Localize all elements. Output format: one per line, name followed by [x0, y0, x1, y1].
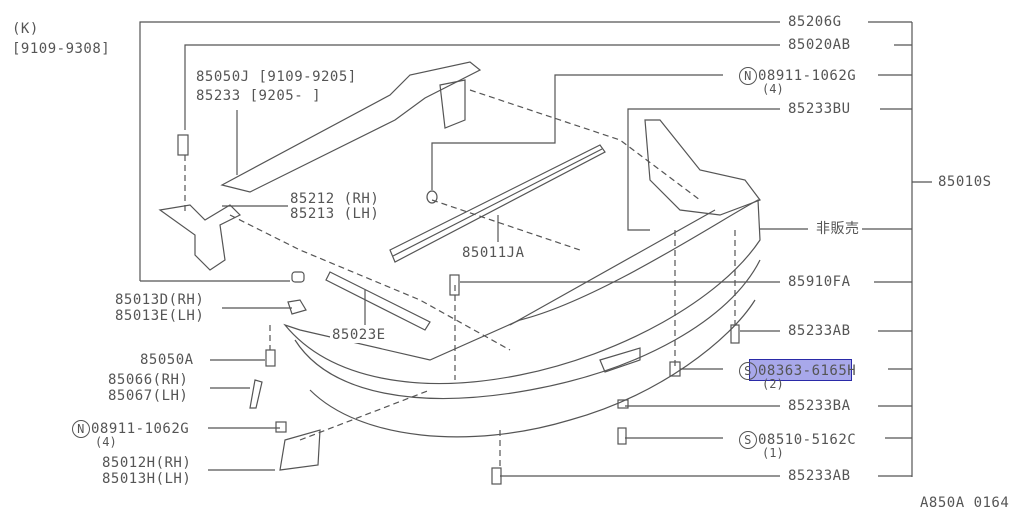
quantity: (4)	[95, 435, 117, 449]
model-code: (K)	[12, 21, 39, 37]
leader-lines	[139, 21, 932, 477]
bracket-shape	[158, 61, 482, 271]
quantity: (2)	[762, 377, 784, 391]
model-period: [9109-9308]	[12, 41, 111, 57]
part-85233BU[interactable]: 85233BU	[786, 101, 853, 117]
part-85023E[interactable]: 85023E	[330, 327, 388, 343]
part-85020AB[interactable]: 85020AB	[786, 37, 853, 53]
part-number: 08911-1062G	[758, 68, 857, 84]
diagram-code: A850A 0164	[920, 495, 1010, 510]
quantity: (4)	[762, 82, 784, 96]
part-85050J[interactable]: 85050J [9109-9205]	[194, 69, 359, 85]
dashed-lines	[184, 89, 736, 470]
part-85213[interactable]: 85213 (LH)	[288, 206, 382, 222]
part-85206G[interactable]: 85206G	[786, 14, 844, 30]
part-number: 08911-1062G	[91, 421, 190, 437]
bumper-shape	[283, 119, 761, 438]
quantity: (1)	[762, 446, 784, 460]
n-icon: N	[72, 420, 90, 438]
part-85013D[interactable]: 85013D(RH)	[113, 292, 207, 308]
fasteners	[249, 271, 740, 485]
part-85233BA[interactable]: 85233BA	[786, 398, 853, 414]
n-icon: N	[739, 67, 757, 85]
part-85010S[interactable]: 85010S	[938, 174, 992, 190]
part-85233[interactable]: 85233 [9205- ]	[194, 88, 324, 104]
part-85050A[interactable]: 85050A	[138, 352, 196, 368]
part-85067[interactable]: 85067(LH)	[106, 388, 191, 404]
part-85013E[interactable]: 85013E(LH)	[113, 308, 207, 324]
part-85013H[interactable]: 85013H(LH)	[100, 471, 194, 487]
part-85233AB-bottom[interactable]: 85233AB	[786, 468, 853, 484]
molding-shape	[325, 271, 431, 331]
reinforcement-shape	[389, 144, 606, 263]
part-85910FA[interactable]: 85910FA	[786, 274, 853, 290]
part-85212[interactable]: 85212 (RH)	[288, 191, 382, 207]
s-icon: S	[739, 431, 757, 449]
part-85012H[interactable]: 85012H(RH)	[100, 455, 194, 471]
part-number: 08363-6165H	[758, 363, 857, 379]
s-icon: S	[739, 362, 757, 380]
part-85233AB[interactable]: 85233AB	[786, 323, 853, 339]
part-number: 08510-5162C	[758, 432, 857, 448]
part-85011JA[interactable]: 85011JA	[460, 245, 527, 261]
part-85066[interactable]: 85066(RH)	[106, 372, 191, 388]
not-for-sale-label: 非販売	[814, 221, 862, 237]
